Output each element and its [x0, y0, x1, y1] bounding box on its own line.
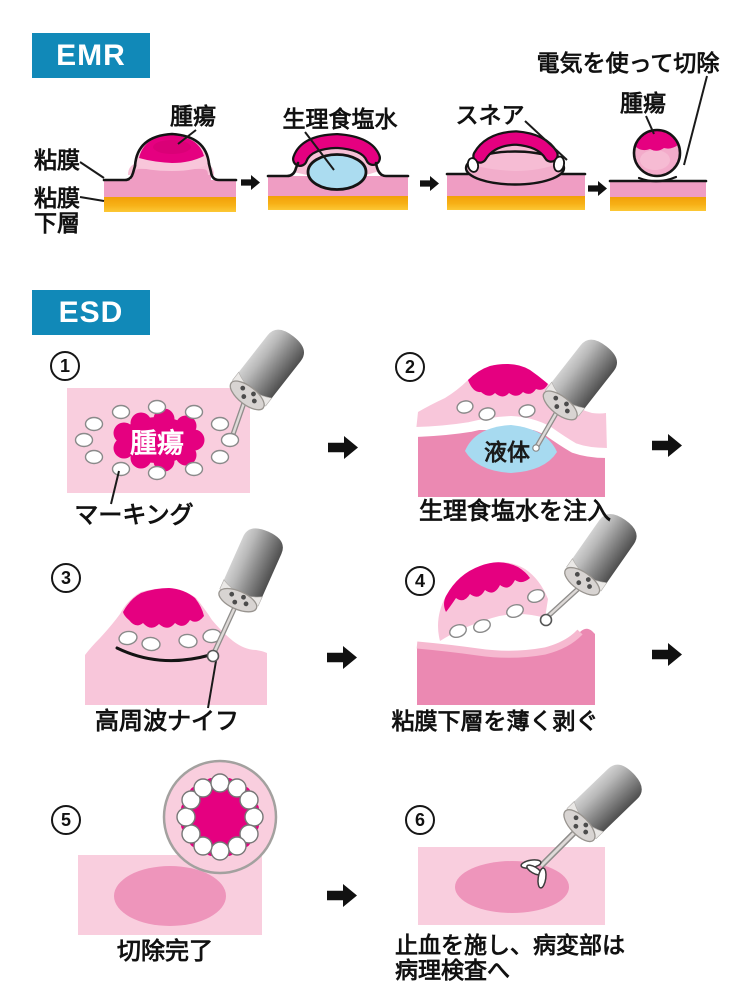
esd-step-3-art — [85, 522, 289, 709]
esd-step1-caption: マーキング — [74, 502, 194, 529]
esd-badge: ESD — [32, 290, 150, 335]
emr-electrocut-label: 電気を使って切除 — [536, 50, 720, 76]
emr-saline-label: 生理食塩水 — [282, 106, 398, 132]
emr-badge: EMR — [32, 33, 150, 78]
esd-step-4-art — [416, 507, 644, 705]
esd-step4-caption: 粘膜下層を薄く剥ぐ — [391, 708, 599, 734]
emr-step-2-art — [266, 132, 410, 210]
esd-step-6-art — [418, 757, 649, 925]
emr-tumor2-label: 腫瘍 — [620, 90, 666, 116]
emr-step-3-art — [445, 130, 587, 210]
emr-mucosa-label: 粘膜 — [34, 147, 80, 173]
emr-step-1-art — [102, 132, 238, 212]
emr-step-4-art — [608, 128, 708, 211]
emr-leader-lines — [79, 75, 708, 202]
esd-step-2-art — [415, 332, 624, 497]
esd-step5-number: 5 — [51, 805, 81, 835]
emr-flow-arrows — [241, 175, 607, 196]
esd-step6-number: 6 — [405, 805, 435, 835]
esd-step2-fluid-text: 液体 — [484, 439, 530, 465]
esd-step1-tumor-text: 腫瘍 — [130, 428, 184, 459]
esd-step4-number: 4 — [405, 566, 435, 596]
esd-step-1-art — [67, 322, 311, 505]
emr-snare-label: スネア — [455, 102, 525, 128]
esd-step3-number: 3 — [51, 563, 81, 593]
esd-step-5-art — [78, 759, 278, 935]
esd-step3-caption: 高周波ナイフ — [95, 708, 239, 735]
esd-step1-number: 1 — [50, 351, 80, 381]
esd-step2-number: 2 — [395, 352, 425, 382]
esd-flow-arrows — [327, 434, 682, 907]
esd-step6-caption: 止血を施し、病変部は 病理検査へ — [395, 932, 625, 983]
emr-tumor-label: 腫瘍 — [170, 103, 216, 129]
esd-step2-caption: 生理食塩水を注入 — [419, 498, 611, 525]
esd-step5-caption: 切除完了 — [117, 938, 213, 965]
emr-submucosa-label: 粘膜 下層 — [34, 185, 80, 236]
